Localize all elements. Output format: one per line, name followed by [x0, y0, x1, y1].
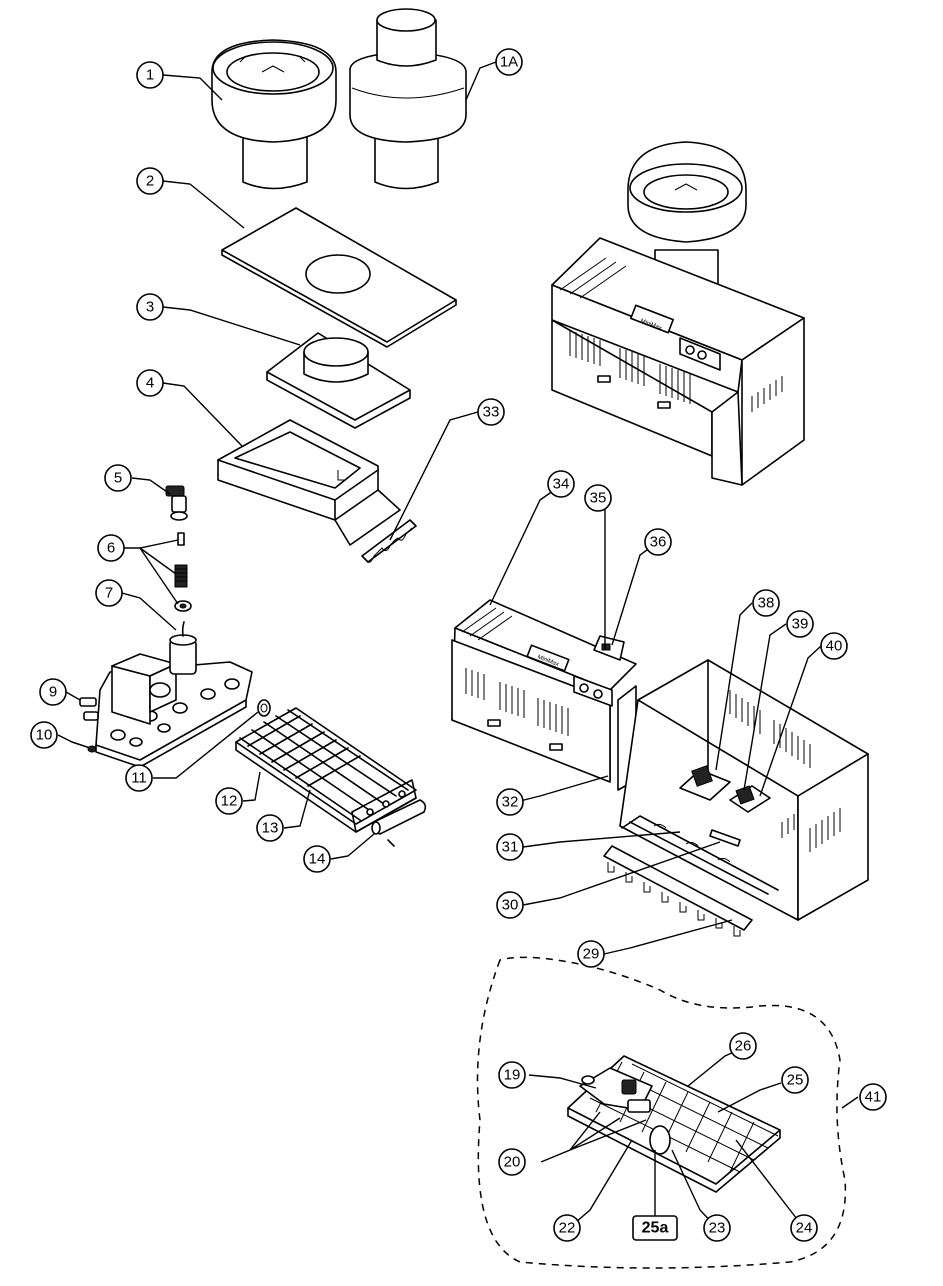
svg-text:23: 23 [709, 1220, 726, 1237]
callout-32: 32 [496, 788, 524, 816]
callout-6: 6 [97, 534, 125, 562]
callout-19: 19 [498, 1061, 526, 1089]
callout-39: 39 [786, 610, 814, 638]
svg-text:39: 39 [792, 616, 809, 633]
assembled-heater: MiniMax [551, 141, 805, 486]
callout-1a: 1A [495, 48, 523, 76]
svg-text:24: 24 [796, 1220, 813, 1237]
svg-text:33: 33 [483, 404, 500, 421]
svg-text:1: 1 [146, 67, 154, 84]
svg-text:10: 10 [36, 727, 53, 744]
svg-text:41: 41 [865, 1089, 882, 1106]
part-12-13-burner-assembly [235, 707, 417, 833]
callout-35: 35 [584, 484, 612, 512]
callout-20: 20 [498, 1148, 526, 1176]
svg-text:35: 35 [590, 490, 607, 507]
callout-7: 7 [95, 579, 123, 607]
callout-26: 26 [729, 1032, 757, 1060]
svg-text:26: 26 [735, 1038, 752, 1055]
svg-text:11: 11 [131, 770, 147, 787]
cabinet-assembly [619, 659, 869, 921]
svg-text:38: 38 [758, 595, 775, 612]
callout-9: 9 [39, 678, 67, 706]
callout-30: 30 [496, 891, 524, 919]
part-41-burner-tray-assembly [476, 956, 847, 1269]
callout-3: 3 [136, 293, 164, 321]
callout-40: 40 [820, 632, 848, 660]
svg-text:9: 9 [49, 684, 57, 701]
callout-25a: 25a [632, 1215, 678, 1241]
callout-13: 13 [256, 814, 284, 842]
svg-text:7: 7 [105, 585, 113, 602]
svg-text:3: 3 [146, 299, 154, 316]
callout-29: 29 [577, 940, 605, 968]
callout-36: 36 [644, 528, 672, 556]
svg-text:34: 34 [553, 476, 570, 493]
callout-38: 38 [752, 589, 780, 617]
callout-33: 33 [477, 398, 505, 426]
part-14-pilot-burner [371, 799, 427, 847]
callout-10: 10 [30, 721, 58, 749]
part-7-gas-valve-manifold [71, 621, 253, 768]
svg-text:25: 25 [787, 1072, 804, 1089]
callout-5: 5 [104, 464, 132, 492]
callout-22: 22 [553, 1214, 581, 1242]
svg-text:2: 2 [146, 173, 154, 190]
svg-text:20: 20 [504, 1154, 521, 1171]
part-32-34-front-panel: MiniMax [451, 599, 637, 791]
callout-12: 12 [215, 787, 243, 815]
part-3-flue-collector [266, 332, 411, 429]
callout-34: 34 [547, 470, 575, 498]
callout-11: 11 [125, 764, 153, 792]
svg-text:40: 40 [826, 638, 843, 655]
callout-31: 31 [496, 833, 524, 861]
callout-2: 2 [136, 167, 164, 195]
svg-text:31: 31 [502, 839, 519, 856]
part-33-baffle-strip [361, 519, 417, 563]
svg-text:13: 13 [262, 820, 279, 837]
svg-text:36: 36 [650, 534, 667, 551]
callout-23: 23 [703, 1214, 731, 1242]
part-29-comb-strip [603, 845, 753, 937]
callout-41: 41 [859, 1083, 887, 1111]
part-5-pilot-knob [165, 485, 188, 521]
svg-text:4: 4 [146, 375, 154, 392]
svg-text:14: 14 [309, 851, 326, 868]
svg-text:19: 19 [504, 1067, 521, 1084]
callout-1: 1 [136, 61, 164, 89]
part-4-flue-baffle [217, 419, 401, 546]
part-11-oring [257, 699, 271, 717]
callout-24: 24 [790, 1214, 818, 1242]
svg-text:5: 5 [114, 470, 122, 487]
svg-text:12: 12 [221, 793, 238, 810]
part-1-draft-hood [211, 39, 337, 190]
svg-text:6: 6 [107, 540, 115, 557]
svg-text:1A: 1A [500, 54, 518, 71]
callout-4: 4 [136, 369, 164, 397]
leader-lines [57, 61, 859, 1229]
callout-14: 14 [303, 845, 331, 873]
part-1a-vent-adapter [349, 8, 467, 190]
part-6-spring-set [174, 532, 192, 612]
svg-text:25a: 25a [642, 1220, 669, 1237]
svg-text:30: 30 [502, 897, 519, 914]
callout-25: 25 [781, 1066, 809, 1094]
svg-text:32: 32 [502, 794, 519, 811]
part-36-control-module [593, 635, 625, 661]
part-2-top-cover [221, 207, 457, 348]
svg-text:22: 22 [559, 1220, 576, 1237]
svg-text:29: 29 [583, 946, 600, 963]
